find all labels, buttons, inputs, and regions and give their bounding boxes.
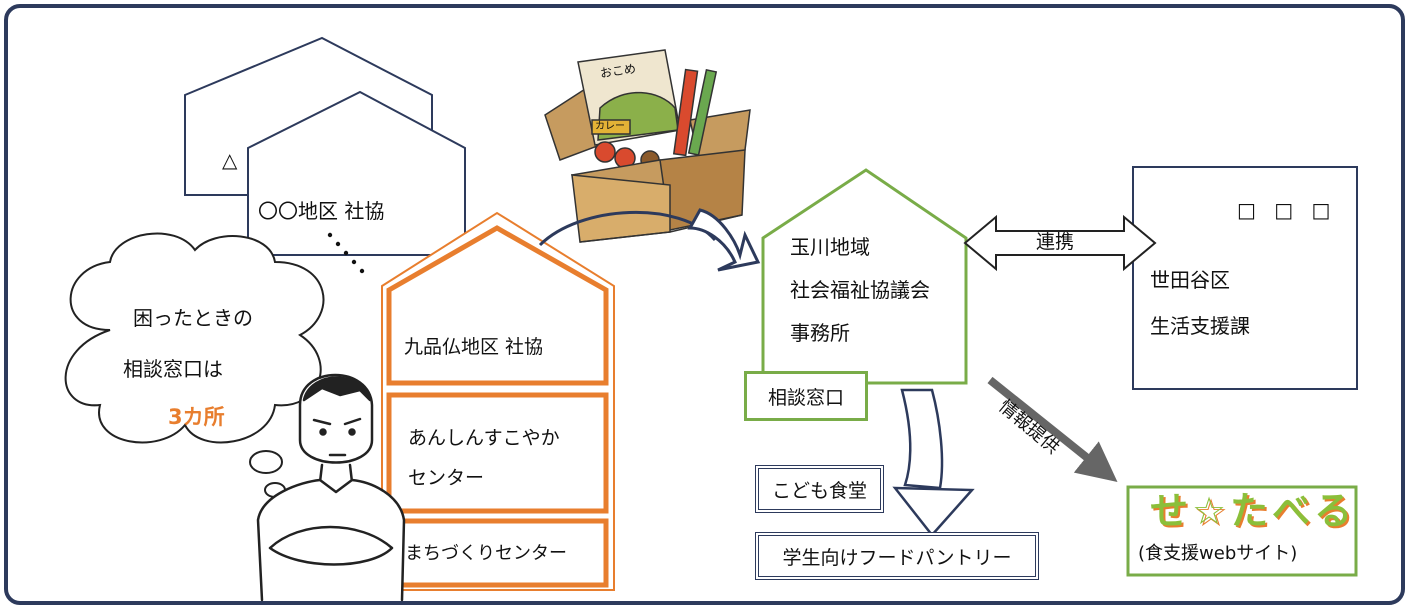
setagaya-line1: 世田谷区	[1150, 268, 1230, 292]
setagaya-box	[1132, 166, 1358, 390]
setagaya-line2: 生活支援課	[1150, 314, 1250, 338]
renkei-label: 連携	[1036, 231, 1075, 253]
back-house-label: △	[222, 148, 238, 172]
anshin-label-line2: センター	[408, 467, 485, 489]
setaberu-box	[1126, 485, 1358, 577]
renkei-arrow	[963, 214, 1157, 272]
anshin-box	[386, 392, 609, 514]
setaberu-logo: せ☆たべる	[1150, 489, 1357, 533]
joho-arrow	[987, 376, 1118, 482]
machizukuri-label: まちづくりセンター	[405, 543, 567, 564]
outer-frame	[4, 4, 1405, 605]
district-house-label: 〇〇地区 社協	[258, 199, 385, 223]
cloud-line1: 困ったときの	[133, 306, 253, 330]
cloud-line3: 3カ所	[168, 405, 225, 429]
anshin-label-line1: あんしんすこやか	[408, 427, 560, 449]
orange-house-inner	[386, 225, 609, 386]
soudan-madoguchi: 相談窓口	[744, 371, 868, 421]
tamagawa-line1: 玉川地域	[790, 235, 870, 259]
kuhonbutsu-label: 九品仏地区 社協	[404, 336, 544, 358]
ellipsis-dots	[327, 232, 365, 274]
thought-cloud	[64, 232, 325, 444]
person-illustration	[256, 373, 406, 602]
curved-arrow-head	[687, 208, 761, 272]
setaberu-caption: (食支援webサイト)	[1138, 543, 1298, 564]
down-arrow-body	[900, 388, 944, 490]
tamagawa-line3: 事務所	[790, 321, 850, 345]
kodomo-shokudo: こども食堂	[755, 465, 884, 513]
setagaya-squares: □ □ □	[1237, 198, 1337, 222]
tamagawa-house	[761, 168, 968, 385]
food-box-curry: カレー	[595, 121, 625, 132]
gakusei-food-pantry: 学生向けフードパントリー	[755, 532, 1039, 580]
down-arrow-head	[892, 486, 975, 537]
tamagawa-line2: 社会福祉協議会	[790, 278, 930, 302]
thought-bubble-1	[249, 450, 283, 474]
food-box-illustration	[544, 49, 751, 243]
machizukuri-box	[386, 518, 609, 588]
cloud-line2: 相談窓口は	[123, 357, 223, 381]
